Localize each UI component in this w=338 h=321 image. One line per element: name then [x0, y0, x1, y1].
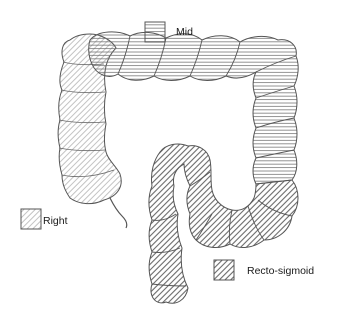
appendix — [110, 198, 127, 228]
legend-right-swatch — [21, 209, 41, 229]
legend-recto-sigmoid-label: Recto-sigmoid — [247, 265, 314, 277]
legend-right-label: Right — [43, 215, 68, 227]
legend-right: Right — [21, 209, 68, 229]
legend-recto-sigmoid: Recto-sigmoid — [214, 260, 314, 280]
legend-recto-sigmoid-swatch — [214, 260, 234, 280]
legend-mid-label: Mid — [176, 26, 193, 38]
legend-mid-swatch — [145, 22, 165, 42]
